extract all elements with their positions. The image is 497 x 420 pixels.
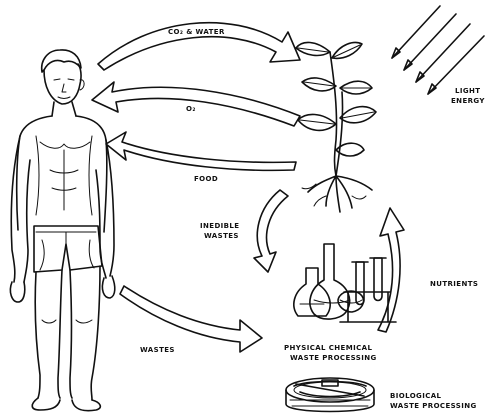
light-energy-label-line2: ENERGY	[451, 97, 485, 105]
nutrients-label: NUTRIENTS	[430, 280, 478, 288]
food-label: FOOD	[194, 175, 218, 183]
o2-arrow	[92, 82, 300, 126]
physical-chemical-equipment	[294, 244, 396, 322]
physical-chemical-label-line1: PHYSICAL CHEMICAL	[284, 344, 372, 352]
wastes-label: WASTES	[140, 346, 175, 354]
biological-label-line1: BIOLOGICAL	[390, 392, 442, 400]
co2-water-label: CO₂ & WATER	[168, 28, 225, 36]
inedible-wastes-arrow	[254, 190, 288, 272]
light-rays-icon	[392, 6, 484, 94]
inedible-wastes-label-line2: WASTES	[204, 232, 239, 240]
o2-label: O₂	[186, 105, 196, 113]
biological-label-line2: WASTE PROCESSING	[390, 402, 477, 410]
physical-chemical-label-line2: WASTE PROCESSING	[290, 354, 377, 362]
wastes-arrow	[120, 286, 262, 352]
inedible-wastes-label-line1: INEDIBLE	[200, 222, 239, 230]
plant	[296, 42, 376, 212]
biological-processing-dish	[286, 378, 374, 412]
food-arrow	[106, 132, 296, 170]
light-energy-label-line1: LIGHT	[455, 87, 480, 95]
